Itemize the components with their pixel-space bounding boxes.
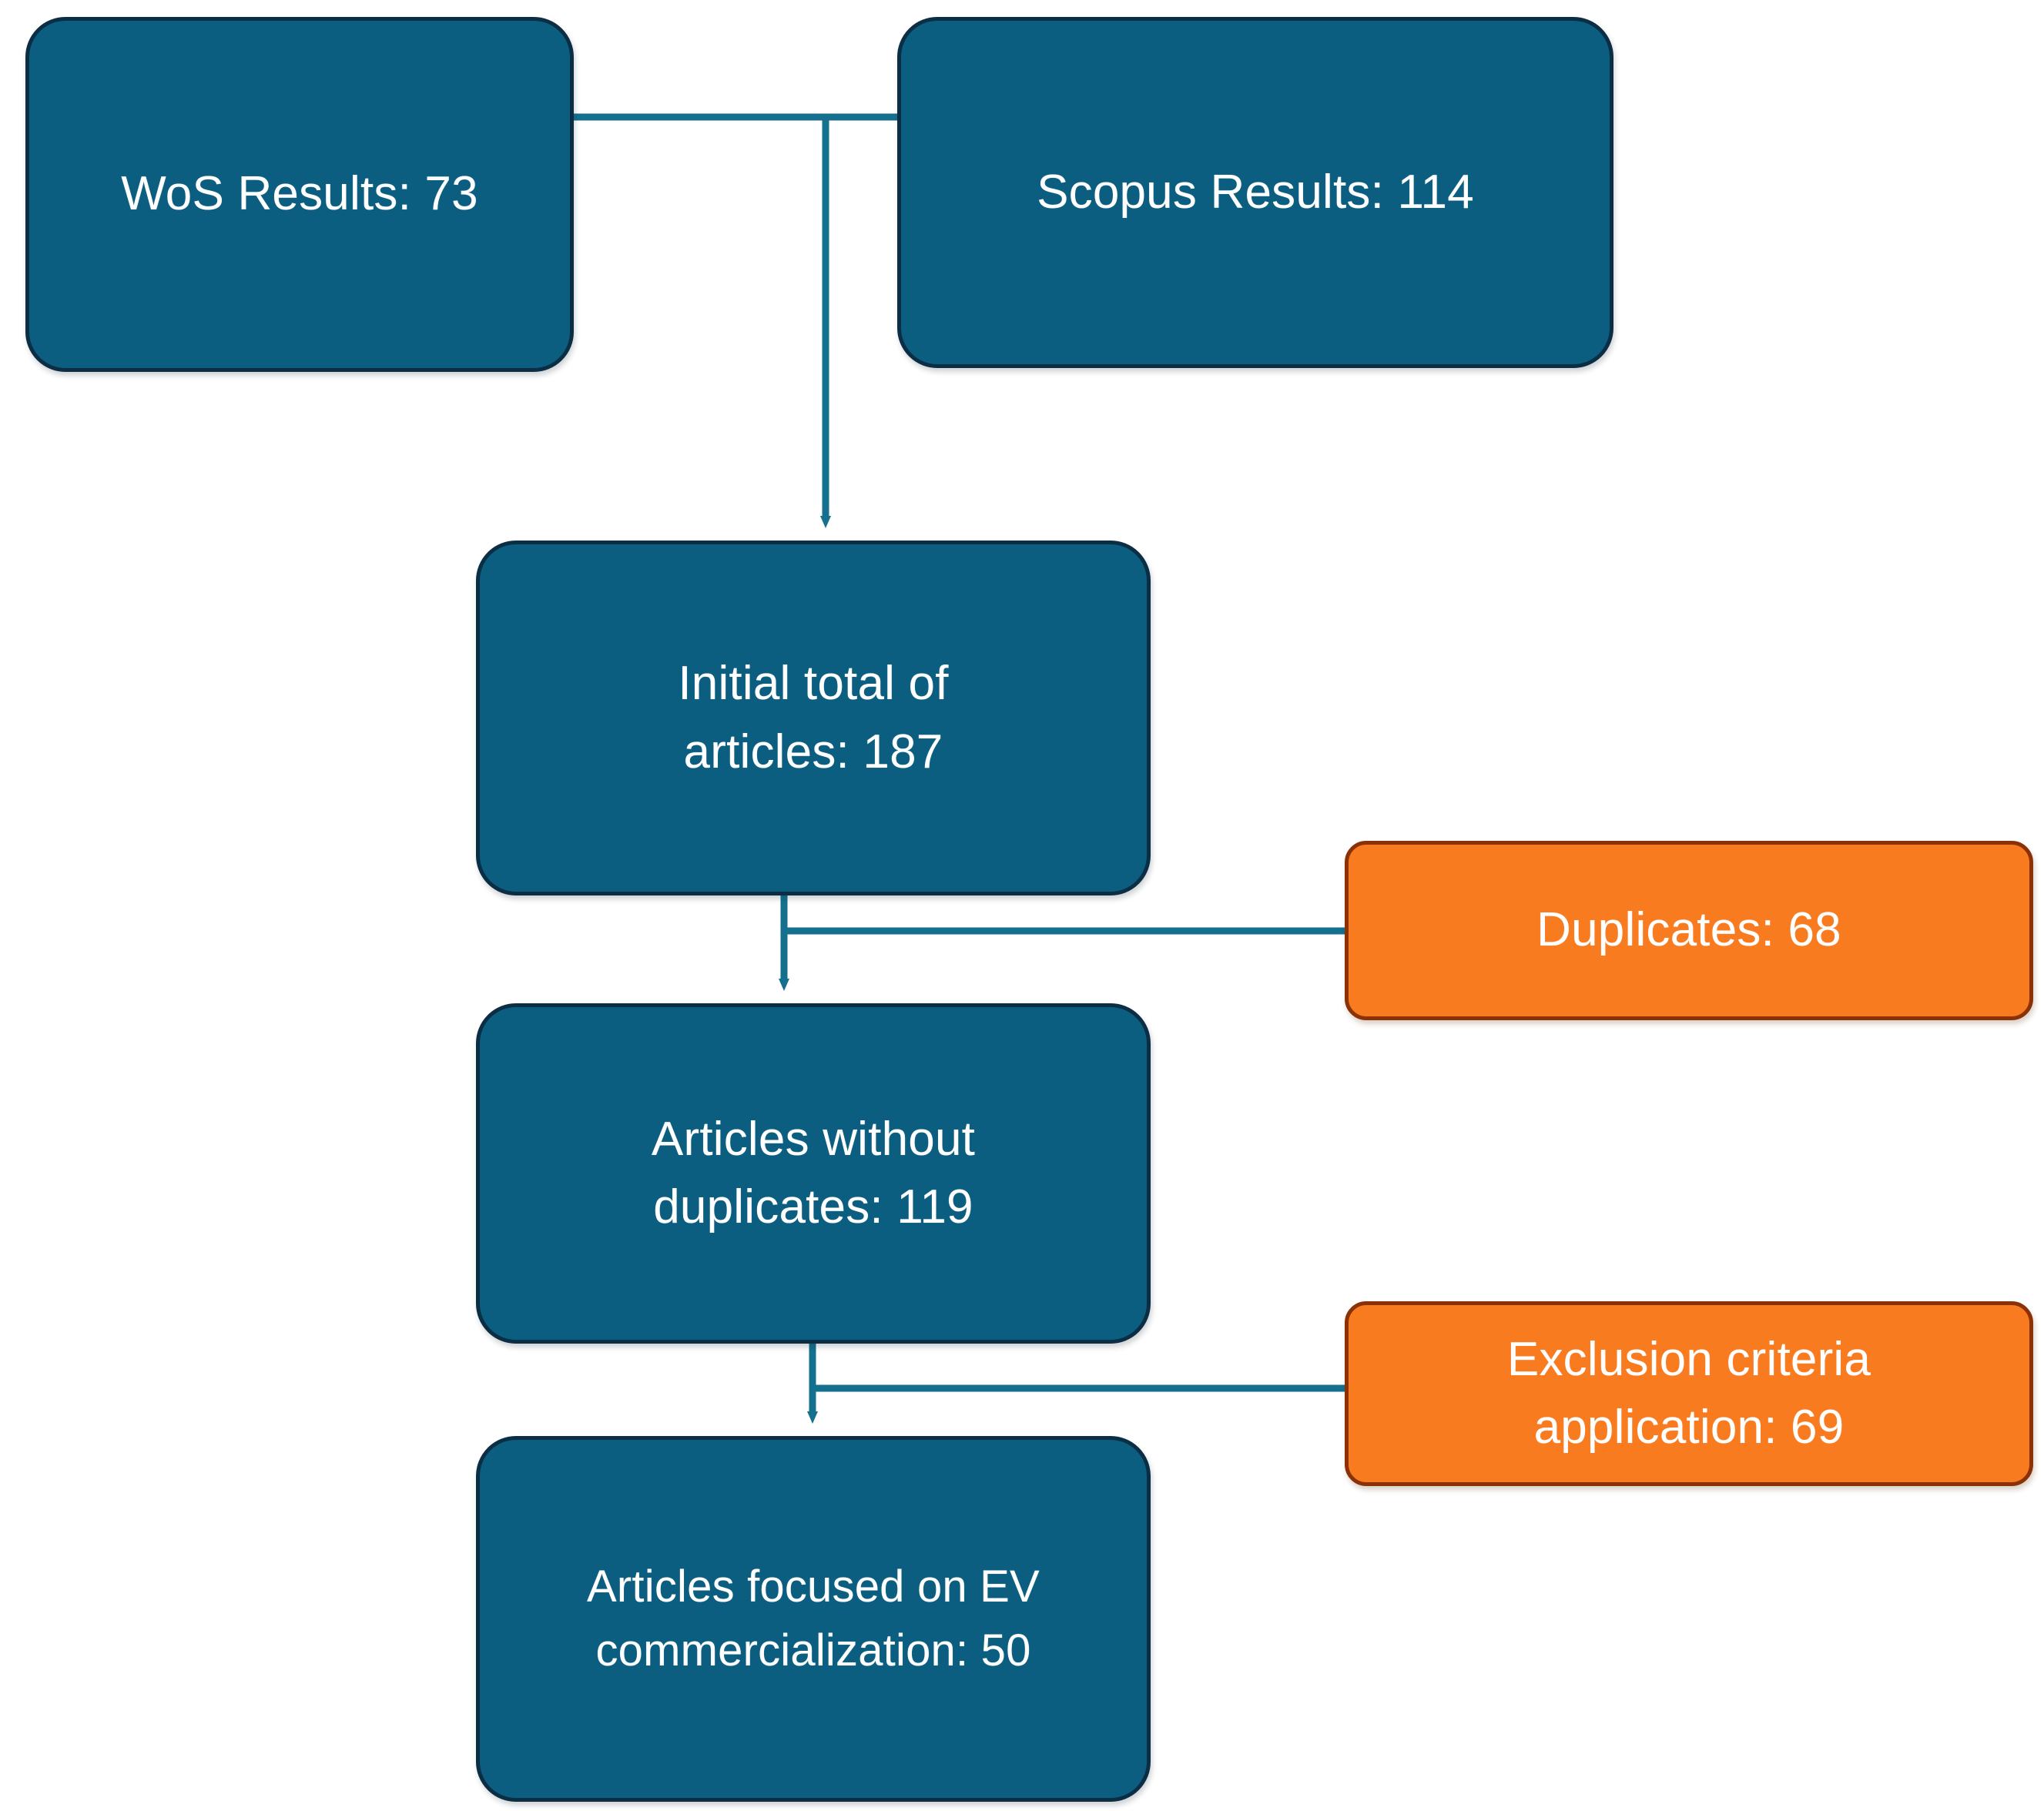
node-articles-without-duplicates-label: Articles without duplicates: 119: [651, 1112, 976, 1234]
node-wos-results-label: WoS Results: 73: [121, 167, 478, 221]
node-initial-total-articles-label: Initial total of articles: 187: [678, 657, 949, 778]
node-wos-results[interactable]: WoS Results: 73: [25, 17, 574, 372]
node-initial-total-articles[interactable]: Initial total of articles: 187: [476, 541, 1151, 895]
node-articles-ev-commercialization-label: Articles focused on EV commercialization…: [587, 1562, 1040, 1675]
node-exclusion-criteria[interactable]: Exclusion criteria application: 69: [1345, 1301, 2033, 1486]
node-scopus-results[interactable]: Scopus Results: 114: [897, 17, 1613, 368]
node-exclusion-criteria-label: Exclusion criteria application: 69: [1506, 1332, 1871, 1454]
node-scopus-results-label: Scopus Results: 114: [1037, 165, 1474, 219]
node-duplicates[interactable]: Duplicates: 68: [1345, 841, 2033, 1020]
node-duplicates-label: Duplicates: 68: [1536, 903, 1841, 957]
node-articles-ev-commercialization[interactable]: Articles focused on EV commercialization…: [476, 1436, 1151, 1802]
node-articles-without-duplicates[interactable]: Articles without duplicates: 119: [476, 1003, 1151, 1344]
